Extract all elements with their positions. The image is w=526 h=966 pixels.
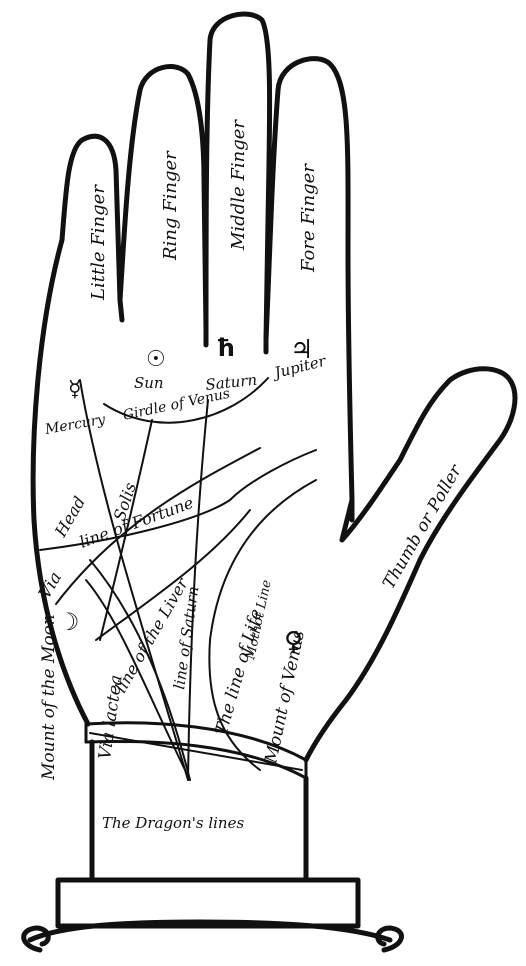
cuff <box>58 880 358 926</box>
finger-gap-little-ring <box>120 300 122 320</box>
thumb-label: Thumb or Poller <box>379 461 466 593</box>
dragons-lines-label: The Dragon's lines <box>102 814 244 832</box>
mercury-label: Mercury <box>43 411 108 438</box>
saturn-symbol-icon: ħ <box>216 334 235 362</box>
fore-finger-label: Fore Finger <box>298 163 319 273</box>
life-line-label: The line of Life <box>212 607 267 738</box>
moon-label: Mount of the Moon <box>39 614 59 781</box>
hand-outline <box>33 14 515 760</box>
moon-symbol-icon: ☽ <box>58 608 80 636</box>
little-finger-label: Little Finger <box>88 184 109 301</box>
sun-label: Sun <box>134 374 164 392</box>
middle-finger-label: Middle Finger <box>228 119 249 251</box>
venus-label: Mount of Venus <box>261 628 309 766</box>
sun-symbol-icon: ☉ <box>146 347 166 372</box>
mercury-symbol-icon: ☿ <box>68 377 82 402</box>
via-lactea-label: Via lactea <box>95 674 127 761</box>
ring-finger-label: Ring Finger <box>160 150 181 261</box>
